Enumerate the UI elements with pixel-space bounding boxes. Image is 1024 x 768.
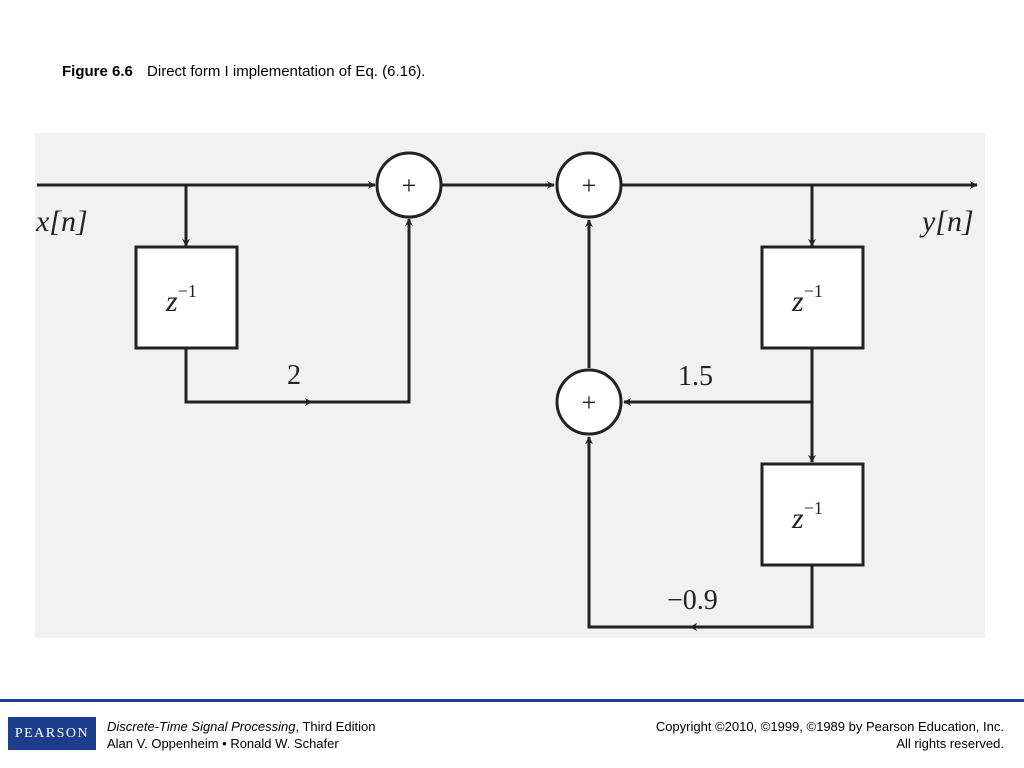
adder-2	[555, 151, 623, 219]
delay-2-label: z−1	[791, 281, 823, 318]
adder-3	[555, 368, 623, 436]
footer: PEARSON Discrete-Time Signal Processing,…	[0, 702, 1024, 768]
book-info: Discrete-Time Signal Processing, Third E…	[107, 718, 375, 752]
book-authors: Alan V. Oppenheim • Ronald W. Schafer	[107, 736, 339, 751]
footer-divider	[0, 699, 1024, 702]
delay-box-1	[134, 245, 239, 350]
delay-box-3	[760, 462, 865, 567]
gain-label-2: 2	[287, 360, 301, 391]
input-label: x[n]	[35, 205, 88, 238]
copyright-line: Copyright ©2010, ©1999, ©1989 by Pearson…	[655, 719, 1004, 734]
book-edition: , Third Edition	[295, 719, 376, 734]
rights-line: All rights reserved.	[896, 736, 1004, 751]
figure-caption: Figure 6.6 Direct form I implementation …	[62, 63, 425, 80]
delay-3-label: z−1	[791, 498, 823, 535]
pearson-logo: PEARSON	[8, 717, 96, 750]
block-diagram: + + + z−1 z−1 z−1 x[n] y[n] 2 1.5 −0.9	[35, 151, 978, 631]
delay-box-2	[760, 245, 865, 350]
gain-label-1-5: 1.5	[678, 361, 713, 392]
delay-1-label: z−1	[165, 281, 197, 318]
figure-label: Figure 6.6	[62, 63, 133, 80]
copyright-info: Copyright ©2010, ©1999, ©1989 by Pearson…	[656, 718, 1004, 752]
caption-text: Direct form I implementation of Eq. (6.1…	[147, 63, 426, 80]
gain-label-minus-0-9: −0.9	[667, 585, 718, 616]
adder-1-symbol: +	[402, 171, 417, 200]
adder-2-symbol: +	[582, 171, 597, 200]
adder-3-symbol: +	[582, 388, 597, 417]
output-label: y[n]	[919, 205, 974, 238]
book-title: Discrete-Time Signal Processing	[107, 719, 296, 734]
adder-1	[375, 151, 443, 219]
